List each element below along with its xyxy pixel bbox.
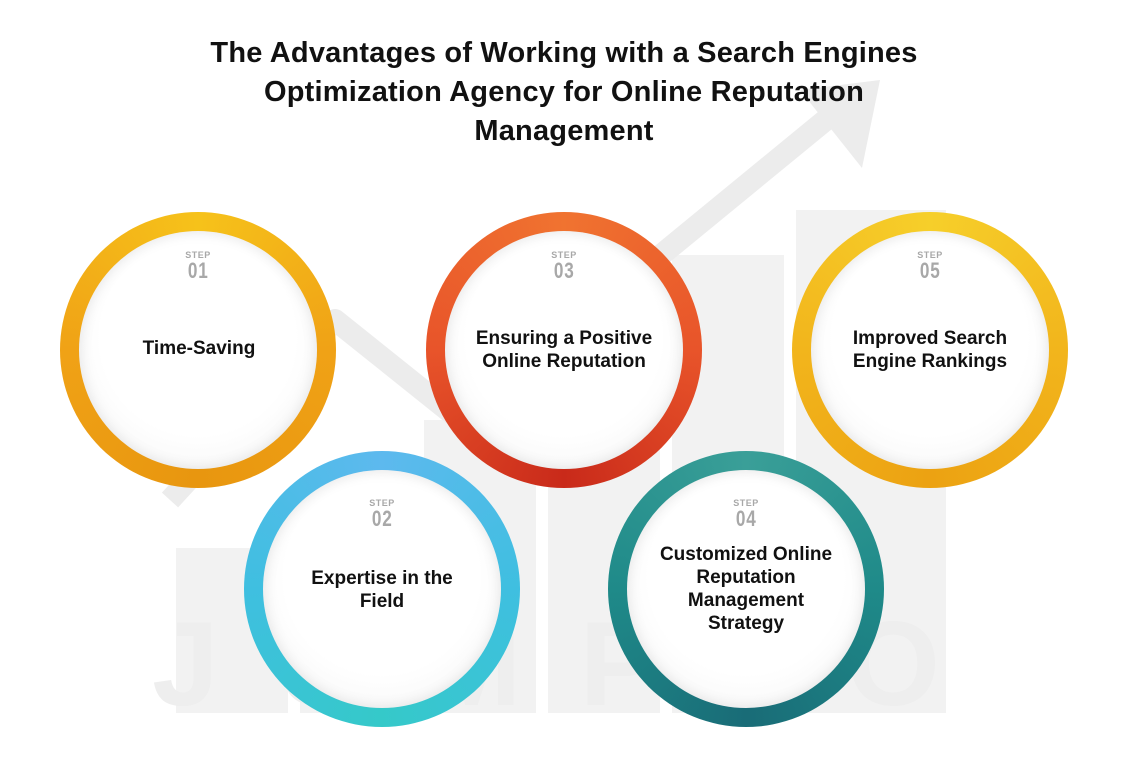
- step-04-number: 04: [735, 506, 757, 531]
- title-line-2: Optimization Agency for Online Reputatio…: [263, 76, 865, 108]
- step-04-word: STEP: [733, 498, 759, 508]
- step-03-label-line-2: Online Reputation: [482, 351, 646, 372]
- step-02-label: Expertise in the Field: [272, 567, 492, 613]
- step-04-badge: STEP 04: [713, 498, 779, 531]
- step-03-circle: [445, 231, 683, 469]
- step-02-number: 02: [371, 506, 393, 531]
- step-02-badge: STEP 02: [349, 498, 415, 531]
- step-04-label: Customized Online Reputation Management …: [636, 543, 856, 635]
- step-05-label-line-2: Engine Rankings: [852, 351, 1008, 372]
- step-03-word: STEP: [551, 250, 577, 260]
- page-title: The Advantages of Working with a Search …: [114, 34, 1014, 151]
- step-03-badge: STEP 03: [531, 250, 597, 283]
- step-02-word: STEP: [369, 498, 395, 508]
- step-03-label: Ensuring a Positive Online Reputation: [454, 327, 674, 373]
- step-02-label-line-2: Field: [359, 591, 405, 612]
- step-02-circle: [263, 470, 501, 708]
- step-05-badge: STEP 05: [897, 250, 963, 283]
- step-05-circle: [811, 231, 1049, 469]
- step-05-word: STEP: [917, 250, 943, 260]
- step-02-label-line-1: Expertise in the: [311, 568, 453, 589]
- step-04-label-line-3: Management: [687, 590, 805, 611]
- step-01-label-line-1: Time-Saving: [142, 338, 256, 359]
- step-01-word: STEP: [185, 250, 211, 260]
- step-01-circle: [79, 231, 317, 469]
- step-05-number: 05: [919, 258, 941, 283]
- step-03-number: 03: [553, 258, 575, 283]
- title-line-1: The Advantages of Working with a Search …: [210, 37, 918, 69]
- step-01-number: 01: [187, 258, 209, 283]
- step-04-circle: [627, 470, 865, 708]
- step-01-badge: STEP 01: [165, 250, 231, 283]
- step-01-label: Time-Saving: [89, 337, 309, 360]
- step-03-label-line-1: Ensuring a Positive: [475, 328, 653, 349]
- step-05-label-line-1: Improved Search: [852, 328, 1008, 349]
- step-05-label: Improved Search Engine Rankings: [820, 327, 1040, 373]
- step-04-label-line-1: Customized Online: [659, 544, 833, 565]
- step-04-label-line-2: Reputation: [696, 567, 796, 588]
- step-04-label-line-4: Strategy: [707, 613, 785, 634]
- title-line-3: Management: [474, 115, 654, 147]
